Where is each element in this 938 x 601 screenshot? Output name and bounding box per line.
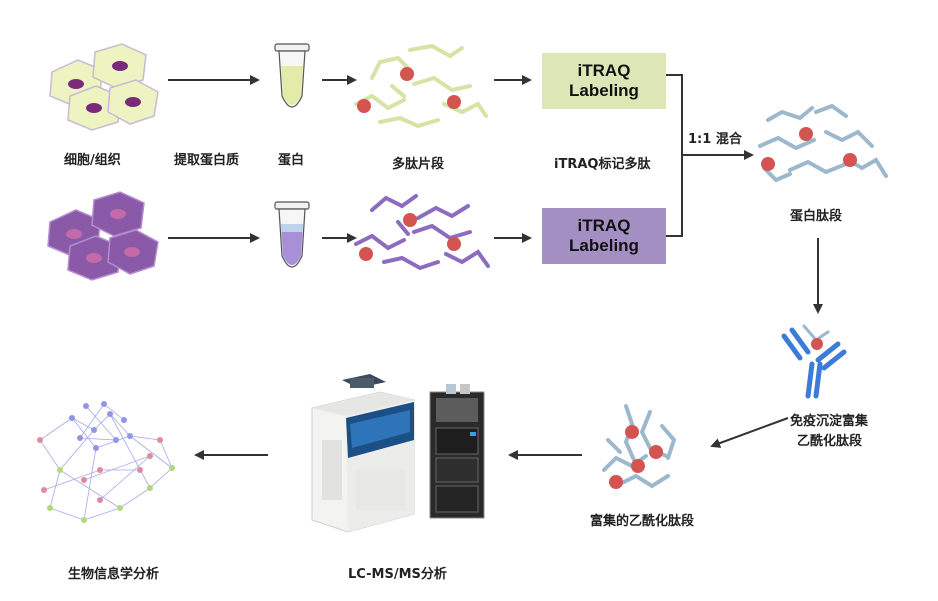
itraq-box-purple-line2: Labeling — [569, 236, 639, 255]
label-enriched: 富集的乙酰化肽段 — [590, 514, 695, 529]
mass-spectrometer-icon — [311, 374, 415, 533]
label-lcms: LC-MS/MS分析 — [348, 567, 447, 582]
hplc-stack-icon — [429, 384, 485, 519]
peptides-green-icon — [354, 43, 488, 129]
green-cells-icon — [49, 43, 159, 131]
merged-peptides-icon — [758, 103, 888, 183]
antibody-icon — [781, 327, 847, 399]
itraq-box-purple-line1: iTRAQ — [577, 216, 631, 235]
antibody-peptide — [802, 324, 830, 342]
tube-icon-purple — [274, 201, 310, 268]
peptides-purple-icon — [354, 194, 490, 271]
antibody-dot — [811, 338, 823, 350]
tube-icon-green — [274, 43, 310, 108]
network-graph-icon — [37, 401, 175, 523]
label-extract: 提取蛋白质 — [174, 153, 240, 168]
label-cells: 细胞/组织 — [64, 153, 121, 168]
arrow-to-enriched — [710, 417, 789, 448]
purple-cells-icon — [47, 191, 159, 281]
merge-bracket — [666, 74, 683, 237]
merged-peptides-dots — [761, 127, 857, 171]
enriched-peptides-dots — [609, 425, 663, 489]
label-bioinfo: 生物信息学分析 — [68, 567, 160, 582]
label-peptides: 多肽片段 — [392, 157, 445, 172]
enriched-peptides-icon — [602, 404, 677, 489]
peptides-green-dots — [357, 67, 461, 113]
label-protein: 蛋白 — [278, 153, 305, 168]
label-mix: 1:1 混合 — [688, 132, 742, 147]
itraq-box-purple: iTRAQ Labeling — [542, 208, 666, 264]
itraq-box-green-line2: Labeling — [569, 81, 639, 100]
label-immuno-line2: 乙酰化肽段 — [797, 434, 863, 449]
itraq-box-green: iTRAQ Labeling — [542, 53, 666, 109]
label-itraq: iTRAQ标记多肽 — [554, 157, 651, 172]
itraq-box-green-line1: iTRAQ — [577, 61, 631, 80]
peptides-purple-dots — [359, 213, 461, 261]
label-immuno-line1: 免疫沉淀富集 — [790, 414, 869, 429]
label-protein-peptides: 蛋白肽段 — [790, 209, 843, 224]
